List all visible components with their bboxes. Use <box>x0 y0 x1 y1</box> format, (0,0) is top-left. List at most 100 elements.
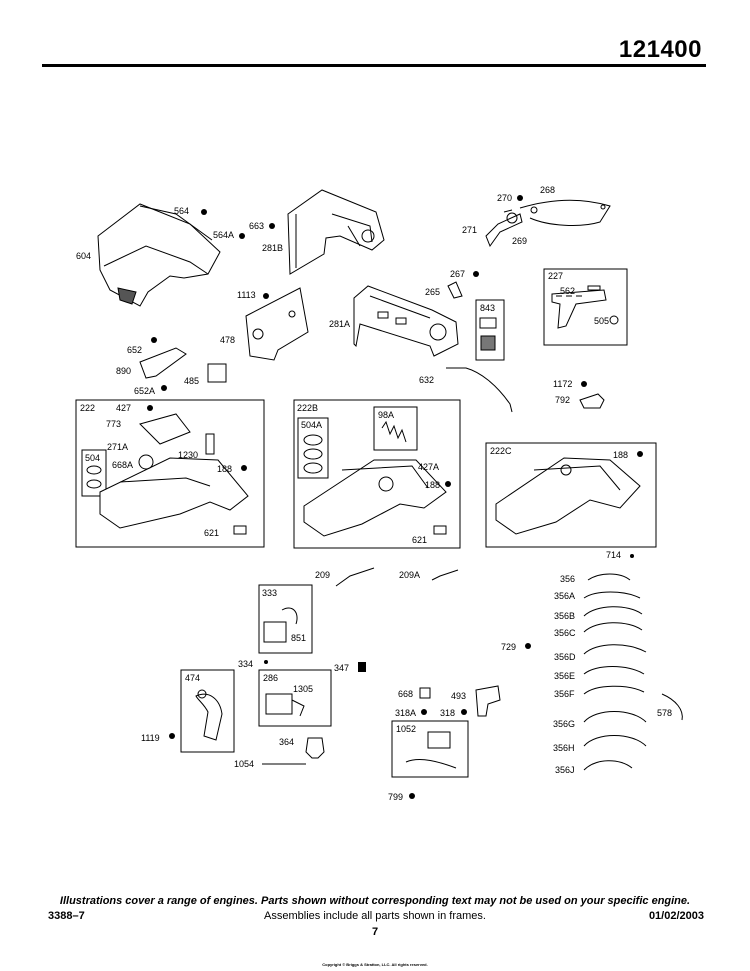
callout-485: 485 <box>184 376 199 386</box>
part-347 <box>358 662 366 672</box>
frame-504A <box>297 417 329 479</box>
clip-265-drawing <box>447 281 463 299</box>
callout-792: 792 <box>555 395 570 405</box>
frame-222B <box>293 399 461 549</box>
footer-assemblies-note: Assemblies include all parts shown in fr… <box>264 910 486 922</box>
washer-504a-a <box>303 434 323 446</box>
frame-843 <box>475 299 505 361</box>
screw-799 <box>409 793 415 799</box>
callout-356: 356 <box>560 574 575 584</box>
screw-188a <box>241 465 247 471</box>
callout-578: 578 <box>657 708 672 718</box>
callout-621-b: 621 <box>412 535 427 545</box>
lever-227-drawing <box>551 285 619 329</box>
callout-364: 364 <box>279 737 294 747</box>
callout-562: 562 <box>560 286 575 296</box>
frame-label-222: 222 <box>80 403 95 413</box>
model-number: 121400 <box>618 36 702 63</box>
frame-label-1052: 1052 <box>396 724 416 734</box>
callout-1119: 1119 <box>141 733 160 743</box>
panel-281a-drawing <box>353 285 459 357</box>
callout-493: 493 <box>451 691 466 701</box>
link-632-drawing <box>446 367 513 413</box>
callout-209a: 209A <box>399 570 420 580</box>
callout-265: 265 <box>425 287 440 297</box>
callout-714: 714 <box>606 550 621 560</box>
frame-label-843: 843 <box>480 303 495 313</box>
fitting-364 <box>305 737 325 759</box>
header-rule <box>42 64 706 67</box>
screw-267 <box>473 271 479 277</box>
callout-356f: 356F <box>554 689 575 699</box>
callout-668: 668 <box>398 689 413 699</box>
frame-label-333: 333 <box>262 588 277 598</box>
callout-356g: 356G <box>553 719 575 729</box>
callout-890: 890 <box>116 366 131 376</box>
armature-333-drawing <box>263 607 298 643</box>
callout-356b: 356B <box>554 611 575 621</box>
part-714 <box>630 554 634 558</box>
cable-set-356 <box>583 573 683 771</box>
screw-663 <box>269 223 275 229</box>
plate-652-drawing <box>139 347 187 379</box>
shroud-281b-drawing <box>287 189 385 275</box>
callout-188-c: 188 <box>613 450 628 460</box>
screw-1119 <box>169 733 175 739</box>
frame-label-98a: 98A <box>378 410 394 420</box>
bracket-792-drawing <box>579 393 605 409</box>
callout-269: 269 <box>512 236 527 246</box>
callout-356j: 356J <box>555 765 575 775</box>
callout-564a: 564A <box>213 230 234 240</box>
bracket-493-drawing <box>475 685 501 717</box>
page-number: 7 <box>371 926 379 938</box>
callout-281a: 281A <box>329 319 350 329</box>
callout-1054: 1054 <box>234 759 254 769</box>
pad-843-a <box>479 317 497 329</box>
frame-label-504a: 504A <box>301 420 322 430</box>
base-plate-222c-drawing <box>495 457 641 535</box>
callout-271a: 271A <box>107 442 128 452</box>
callout-356c: 356C <box>554 628 576 638</box>
panel-478-drawing <box>245 287 309 361</box>
frame-222C <box>485 442 657 548</box>
callout-632: 632 <box>419 375 434 385</box>
callout-318a: 318A <box>395 708 416 718</box>
callout-1172: 1172 <box>553 379 572 389</box>
frame-label-222c: 222C <box>490 446 512 456</box>
callout-652a: 652A <box>134 386 155 396</box>
callout-478: 478 <box>220 335 235 345</box>
frame-label-222b: 222B <box>297 403 318 413</box>
callout-188-a: 188 <box>217 464 232 474</box>
harness-474-drawing <box>195 689 223 741</box>
callout-347: 347 <box>334 663 349 673</box>
washer-504-b <box>86 479 102 489</box>
screw-564a <box>239 233 245 239</box>
washer-504a-b <box>303 448 323 460</box>
blower-housing-drawing <box>97 203 221 307</box>
connector-485 <box>207 363 227 383</box>
rectifier-286-drawing <box>265 693 305 717</box>
callout-268: 268 <box>540 185 555 195</box>
bushing-668 <box>419 687 431 699</box>
screw-652 <box>151 337 157 343</box>
callout-271: 271 <box>462 225 477 235</box>
callout-270: 270 <box>497 193 512 203</box>
frame-504 <box>81 449 107 497</box>
spring-209a <box>431 569 459 581</box>
frame-label-286: 286 <box>263 673 278 683</box>
callout-505: 505 <box>594 316 609 326</box>
callout-799: 799 <box>388 792 403 802</box>
callout-652: 652 <box>127 345 142 355</box>
callout-188-b: 188 <box>425 480 440 490</box>
callout-729: 729 <box>501 642 516 652</box>
callout-356h: 356H <box>553 743 575 753</box>
callout-621-a: 621 <box>204 528 219 538</box>
frame-227 <box>543 268 628 346</box>
callout-356d: 356D <box>554 652 576 662</box>
callout-318: 318 <box>440 708 455 718</box>
nut-729 <box>525 643 531 649</box>
callout-427: 427 <box>116 403 131 413</box>
frame-333 <box>258 584 313 654</box>
nut-270 <box>517 195 523 201</box>
throttle-drawing <box>485 199 611 248</box>
